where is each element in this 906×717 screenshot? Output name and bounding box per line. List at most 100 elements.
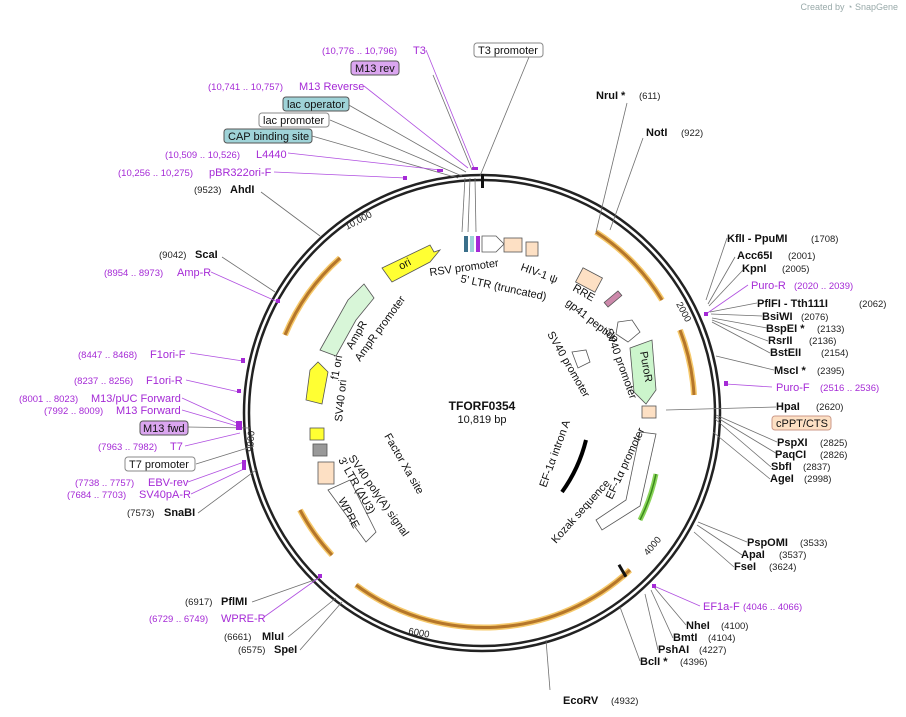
primer-label: M13 Forward	[116, 405, 181, 417]
t3-promoter-label: T3 promoter	[478, 45, 538, 57]
enzyme-position: (611)	[639, 91, 660, 102]
enzyme-label: KpnI	[742, 263, 766, 275]
enzyme-position: (2837)	[803, 462, 830, 473]
arc-orange-1	[594, 229, 665, 302]
origin-tick	[481, 174, 484, 188]
enzyme-position: (2005)	[782, 264, 809, 275]
enzyme-label: BmtI	[673, 632, 697, 644]
primer-position: (2020 .. 2039)	[794, 281, 853, 292]
enzyme-label: BspEI *	[766, 323, 805, 335]
enzyme-position: (4104)	[708, 633, 735, 644]
leader-lines	[186, 56, 780, 691]
rsv-marker-1	[464, 236, 468, 252]
enzyme-label: SnaBI	[164, 507, 195, 519]
feature-label: PuroR	[637, 350, 654, 383]
ltr5-box	[503, 237, 523, 253]
m13-fwd-box	[139, 420, 189, 436]
primer-position: (7992 .. 8009)	[44, 406, 103, 417]
primer-position: (7684 .. 7703)	[67, 490, 126, 501]
enzyme-label: SpeI	[274, 644, 297, 656]
enzyme-label: ScaI	[195, 249, 218, 261]
enzyme-position: (2620)	[816, 402, 843, 413]
enzyme-label: Acc65I	[737, 250, 772, 262]
rsv-marker-3	[476, 236, 480, 252]
gp41-box	[603, 290, 623, 308]
enzyme-position: (6575)	[238, 645, 265, 656]
enzyme-position: (9523)	[194, 185, 221, 196]
wpre-arrow	[327, 479, 377, 543]
t7-promoter-box	[124, 456, 196, 472]
sv40-promoter-arrow-1	[615, 319, 641, 343]
hiv-psi-box	[525, 241, 539, 257]
lac-promoter-label: lac promoter	[263, 115, 324, 127]
boxed-labels: T3 promoter M13 rev lac operator lac pro…	[124, 42, 832, 472]
rsv-promoter-arrow	[481, 235, 505, 253]
primer-label: EBV-rev	[148, 477, 189, 489]
primer-position: (10,509 .. 10,526)	[165, 150, 240, 161]
primer-labels: (10,776 .. 10,796) T3 (10,741 .. 10,757)…	[19, 45, 879, 625]
enzyme-position: (4932)	[611, 696, 638, 707]
t3-promoter-box	[473, 42, 544, 58]
enzyme-label: PshAI	[658, 644, 689, 656]
lac-operator-box	[282, 96, 350, 112]
inner-features	[305, 235, 659, 543]
primer-label: WPRE-R	[221, 613, 266, 625]
rre-box	[574, 267, 604, 293]
cppt-cts-label: cPPT/CTS	[776, 418, 828, 430]
m13-rev-box	[350, 60, 400, 76]
enzyme-label: MscI *	[774, 365, 807, 377]
site-markers	[236, 167, 728, 588]
ltr3-box	[317, 461, 335, 485]
primer-label: T7	[170, 441, 183, 453]
tick-label: 9000	[245, 430, 257, 452]
primer-position: (8447 .. 8468)	[78, 350, 137, 361]
enzyme-position: (9042)	[159, 250, 186, 261]
f1ori-arrow	[305, 361, 329, 405]
enzyme-position: (3537)	[779, 550, 806, 561]
ampr-arrow	[319, 283, 375, 357]
m13-rev-label: M13 rev	[355, 63, 395, 75]
enzyme-label: EcoRV	[563, 695, 599, 707]
enzyme-position: (2136)	[809, 336, 836, 347]
m13-fwd-label: M13 fwd	[143, 423, 185, 435]
feature-label: Kozak sequence	[549, 478, 612, 546]
primer-label: T3	[413, 45, 426, 57]
primer-label: M13/pUC Forward	[91, 393, 181, 405]
primer-label: Puro-F	[776, 382, 810, 394]
enzyme-position: (2062)	[859, 299, 886, 310]
lac-promoter-box	[258, 112, 330, 128]
t7-promoter-label: T7 promoter	[129, 459, 189, 471]
primer-position: (8237 .. 8256)	[74, 376, 133, 387]
feature-label: f1 ori	[329, 354, 345, 380]
cppt-box	[641, 405, 657, 419]
feature-label: Factor Xa site	[381, 432, 425, 497]
tick-label: 10,000	[343, 209, 374, 232]
feature-label: HIV-1 ψ	[519, 262, 559, 286]
tick-label: 2000	[673, 300, 693, 324]
enzyme-label: ApaI	[741, 549, 765, 561]
enzyme-position: (4227)	[699, 645, 726, 656]
primer-position: (2516 .. 2536)	[820, 383, 879, 394]
orange-feature-arcs	[282, 229, 697, 631]
primer-position: (10,776 .. 10,796)	[322, 46, 397, 57]
ef1a-tick	[617, 563, 628, 578]
enzyme-labels: NruI * (611) NotI (922) KflI - PpuMI (17…	[127, 90, 886, 707]
primer-label: L4440	[256, 149, 287, 161]
grey-box	[312, 443, 328, 457]
enzyme-label: AgeI	[770, 473, 794, 485]
enzyme-position: (6917)	[185, 597, 212, 608]
feature-label: EF-1α intron A	[538, 418, 574, 489]
primer-label: F1ori-F	[150, 349, 186, 361]
feature-label: ori	[397, 256, 413, 272]
tick-label: 6000	[407, 626, 430, 641]
plasmid-length: 10,819 bp	[458, 414, 507, 426]
enzyme-label: PflFI - Tth111I	[757, 298, 828, 310]
enzyme-label: SbfI	[771, 461, 792, 473]
intron-a-bar	[560, 439, 588, 494]
primer-label: EF1a-F	[703, 601, 740, 613]
primer-label: Amp-R	[177, 267, 211, 279]
lac-operator-label: lac operator	[287, 99, 345, 111]
enzyme-label: NruI *	[596, 90, 626, 102]
enzyme-label: NotI	[646, 127, 667, 139]
